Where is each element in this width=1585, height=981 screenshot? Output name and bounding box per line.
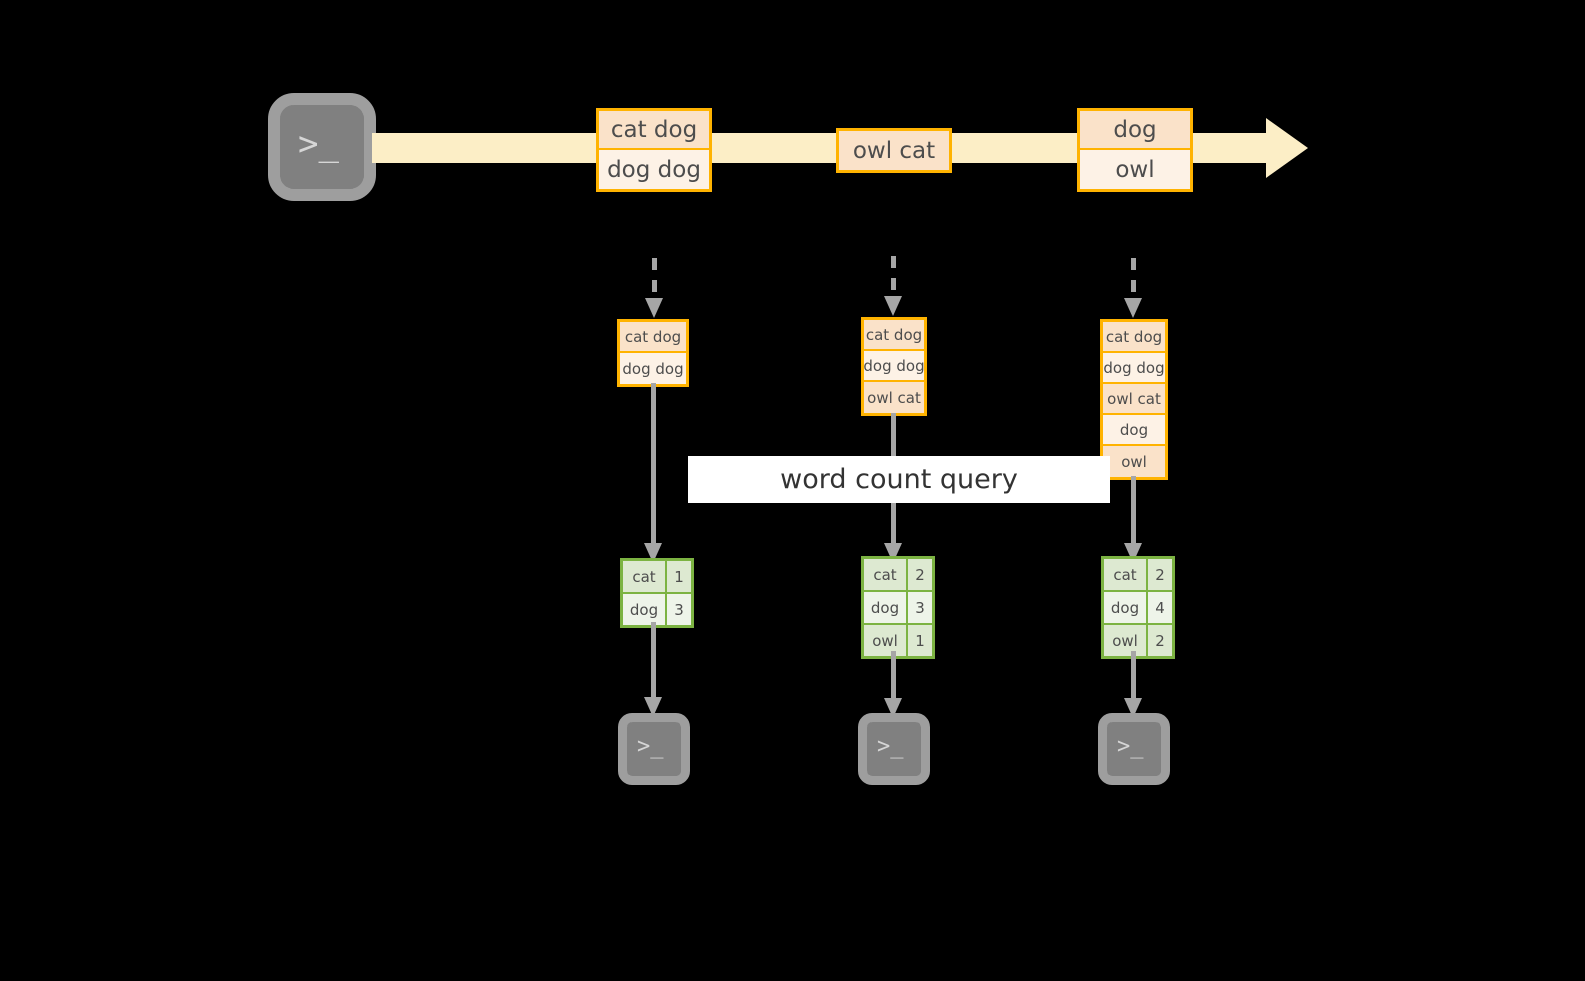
result-count: 2 — [1148, 559, 1172, 590]
result-count: 1 — [908, 625, 932, 656]
dashed-arrow-down-icon — [891, 256, 896, 298]
result-table-column-3: cat 2 dog 4 owl 2 — [1101, 556, 1175, 659]
table-row: dog 3 — [864, 592, 932, 625]
stream-record: owl — [1080, 150, 1190, 189]
stream-record: dog — [1080, 111, 1190, 150]
stream-arrow-right-icon — [1266, 118, 1308, 178]
arrow-head — [644, 697, 662, 717]
terminal-prompt-glyph: >_ — [298, 124, 339, 164]
arrow-down-icon — [891, 651, 896, 703]
arrow-down-icon — [1131, 651, 1136, 703]
terminal-prompt-glyph: >_ — [637, 734, 664, 759]
result-word: dog — [864, 592, 908, 623]
table-row: owl 1 — [864, 625, 932, 656]
accumulated-record: cat dog — [864, 320, 924, 351]
result-word: dog — [623, 594, 667, 625]
terminal-screen — [1107, 722, 1161, 776]
sink-terminal-column-2-icon: >_ — [858, 713, 930, 785]
result-word: owl — [864, 625, 908, 656]
sink-terminal-column-1-icon: >_ — [618, 713, 690, 785]
result-count: 2 — [1148, 625, 1172, 656]
accumulated-record: owl cat — [1103, 384, 1165, 415]
accumulated-record: owl cat — [864, 382, 924, 413]
table-row: cat 2 — [864, 559, 932, 592]
arrow-down-icon — [651, 622, 656, 702]
dashed-arrow-down-icon — [1131, 258, 1136, 300]
arrow-down-icon — [1131, 476, 1136, 548]
terminal-screen — [280, 105, 364, 189]
accumulated-record: cat dog — [620, 322, 686, 353]
stream-batch-1: cat dog dog dog — [596, 108, 712, 192]
result-count: 3 — [908, 592, 932, 623]
stream-record: cat dog — [599, 111, 709, 150]
accumulated-record: dog dog — [863, 351, 925, 382]
result-count: 2 — [908, 559, 932, 590]
accumulated-record: dog dog — [1103, 353, 1165, 384]
source-terminal-icon: >_ — [268, 93, 376, 201]
table-row: cat 2 — [1104, 559, 1172, 592]
table-row: owl 2 — [1104, 625, 1172, 656]
accumulated-table-column-1: cat dog dog dog — [617, 319, 689, 387]
stream-record: owl cat — [839, 131, 949, 170]
sink-terminal-column-3-icon: >_ — [1098, 713, 1170, 785]
table-row: dog 3 — [623, 594, 691, 625]
accumulated-table-column-2: cat dog dog dog owl cat — [861, 317, 927, 416]
result-count: 4 — [1148, 592, 1172, 623]
result-count: 3 — [667, 594, 691, 625]
stream-batch-3: dog owl — [1077, 108, 1193, 192]
arrow-head — [1124, 298, 1142, 318]
arrow-head — [884, 296, 902, 316]
accumulated-record: cat dog — [1103, 322, 1165, 353]
dashed-arrow-down-icon — [652, 258, 657, 300]
table-row: cat 1 — [623, 561, 691, 594]
result-word: cat — [864, 559, 908, 590]
arrow-head — [645, 298, 663, 318]
terminal-screen — [627, 722, 681, 776]
table-row: dog 4 — [1104, 592, 1172, 625]
stream-batch-2: owl cat — [836, 128, 952, 173]
accumulated-table-column-3: cat dog dog dog owl cat dog owl — [1100, 319, 1168, 480]
arrow-down-icon — [651, 383, 656, 548]
accumulated-record: owl — [1103, 446, 1165, 477]
terminal-prompt-glyph: >_ — [1117, 734, 1144, 759]
result-word: cat — [1104, 559, 1148, 590]
accumulated-record: dog dog — [620, 353, 686, 384]
result-table-column-2: cat 2 dog 3 owl 1 — [861, 556, 935, 659]
result-word: cat — [623, 561, 667, 592]
query-label: word count query — [688, 456, 1110, 503]
result-word: owl — [1104, 625, 1148, 656]
accumulated-record: dog — [1103, 415, 1165, 446]
result-table-column-1: cat 1 dog 3 — [620, 558, 694, 628]
result-word: dog — [1104, 592, 1148, 623]
terminal-prompt-glyph: >_ — [877, 734, 904, 759]
stream-record: dog dog — [599, 150, 709, 189]
result-count: 1 — [667, 561, 691, 592]
terminal-screen — [867, 722, 921, 776]
